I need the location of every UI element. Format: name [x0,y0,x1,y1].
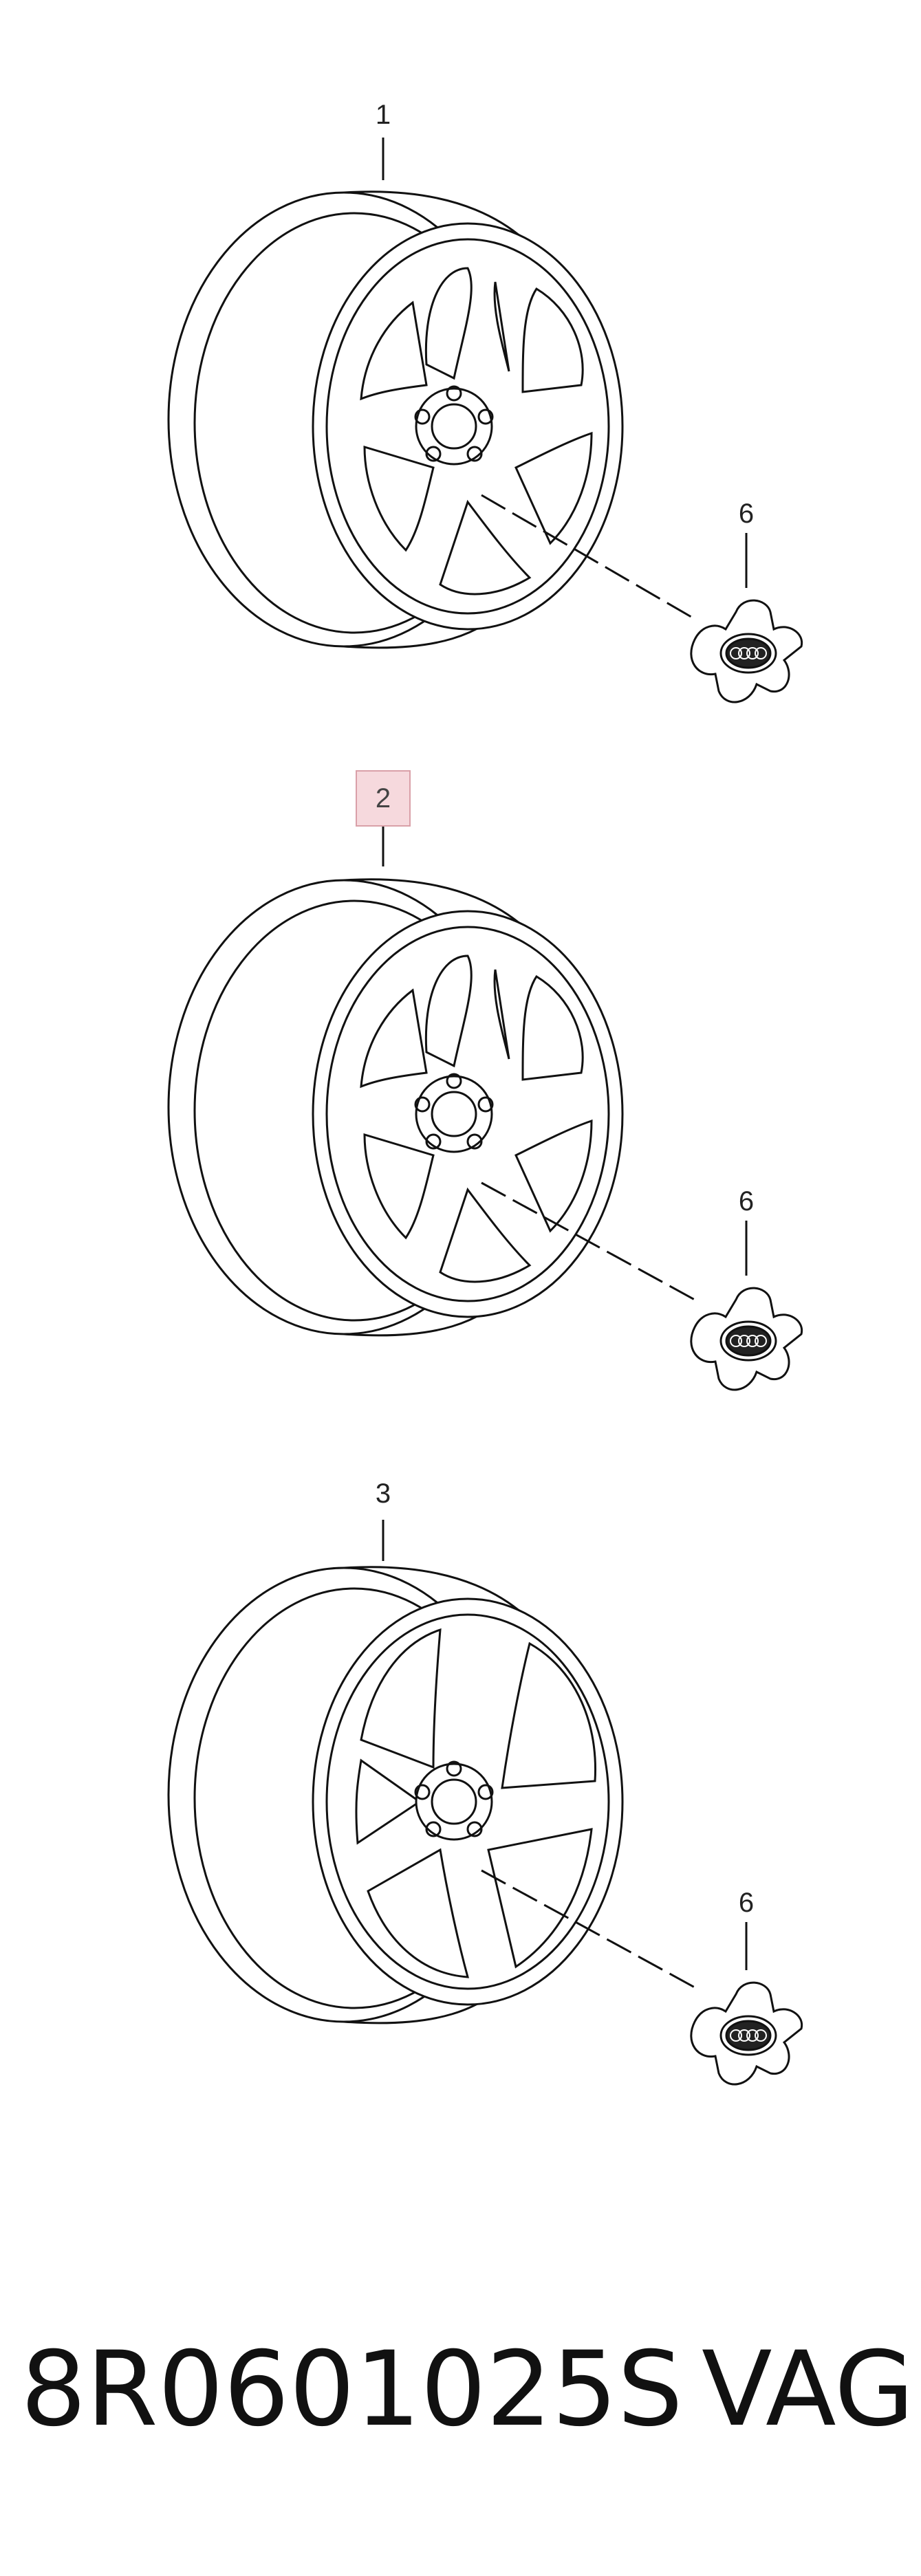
callout-3[interactable]: 3 [375,1478,391,1509]
wheel-3 [167,1520,803,2086]
wheel-2 [167,827,803,1391]
center-cap-icon [690,1287,803,1391]
center-cap-icon [690,599,803,703]
brand-label: VAG [702,2330,915,2449]
part-number: 8R0601025S [21,2330,683,2449]
callout-2-highlighted[interactable]: 2 [356,770,411,827]
callout-6[interactable]: 6 [738,1888,755,1918]
center-cap-icon [690,1981,803,2086]
wheel-1 [167,138,803,703]
axis-line-3 [481,1869,695,1989]
axis-line-2 [481,1181,695,1301]
callout-6[interactable]: 6 [738,499,755,529]
callout-6[interactable]: 6 [738,1186,755,1216]
axis-line-1 [481,494,695,620]
callout-1[interactable]: 1 [375,100,391,130]
